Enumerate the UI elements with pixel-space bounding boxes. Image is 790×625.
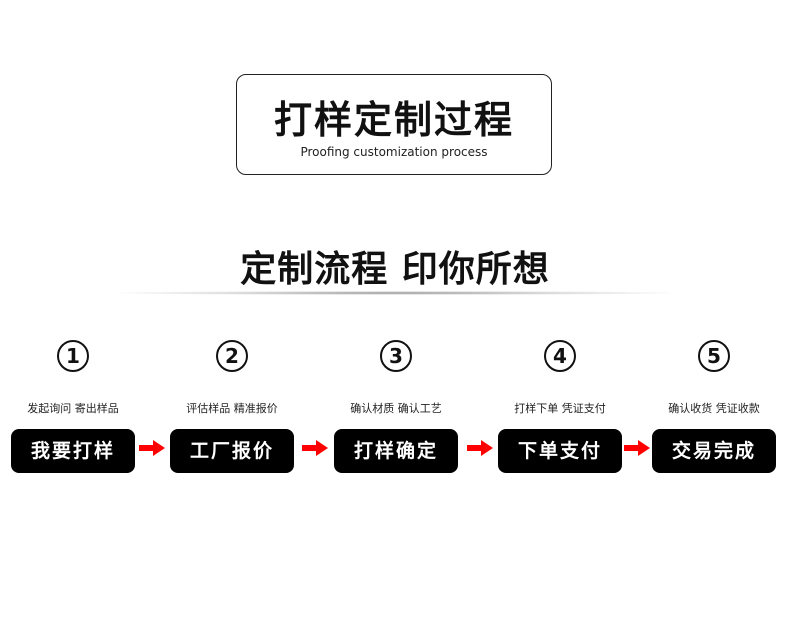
step-1: 1 发起询问 寄出样品 我要打样	[11, 340, 135, 473]
step-number-2: 2	[216, 340, 248, 372]
step-desc-5: 确认收货 凭证收款	[668, 402, 760, 415]
step-desc-1: 发起询问 寄出样品	[27, 402, 119, 415]
arrow-right-icon	[467, 440, 493, 456]
step-number-1: 1	[57, 340, 89, 372]
step-number-3: 3	[380, 340, 412, 372]
step-desc-2: 评估样品 精准报价	[186, 402, 278, 415]
page-subtitle: Proofing customization process	[300, 145, 488, 159]
step-label-2: 工厂报价	[170, 429, 294, 473]
step-label-4: 下单支付	[498, 429, 622, 473]
arrow-right-icon	[302, 440, 328, 456]
step-5: 5 确认收货 凭证收款 交易完成	[652, 340, 776, 473]
step-number-4: 4	[544, 340, 576, 372]
arrow-right-icon	[139, 440, 165, 456]
page-title: 打样定制过程	[273, 98, 514, 142]
arrow-right-icon	[624, 440, 650, 456]
step-label-1: 我要打样	[11, 429, 135, 473]
step-desc-3: 确认材质 确认工艺	[350, 402, 442, 415]
step-desc-4: 打样下单 凭证支付	[514, 402, 606, 415]
process-headline: 定制流程 印你所想	[240, 249, 550, 290]
step-number-5: 5	[698, 340, 730, 372]
title-box: 打样定制过程 Proofing customization process	[236, 74, 552, 175]
headline-divider	[120, 291, 670, 295]
step-3: 3 确认材质 确认工艺 打样确定	[334, 340, 458, 473]
step-label-5: 交易完成	[652, 429, 776, 473]
step-label-3: 打样确定	[334, 429, 458, 473]
step-4: 4 打样下单 凭证支付 下单支付	[498, 340, 622, 473]
step-2: 2 评估样品 精准报价 工厂报价	[170, 340, 294, 473]
